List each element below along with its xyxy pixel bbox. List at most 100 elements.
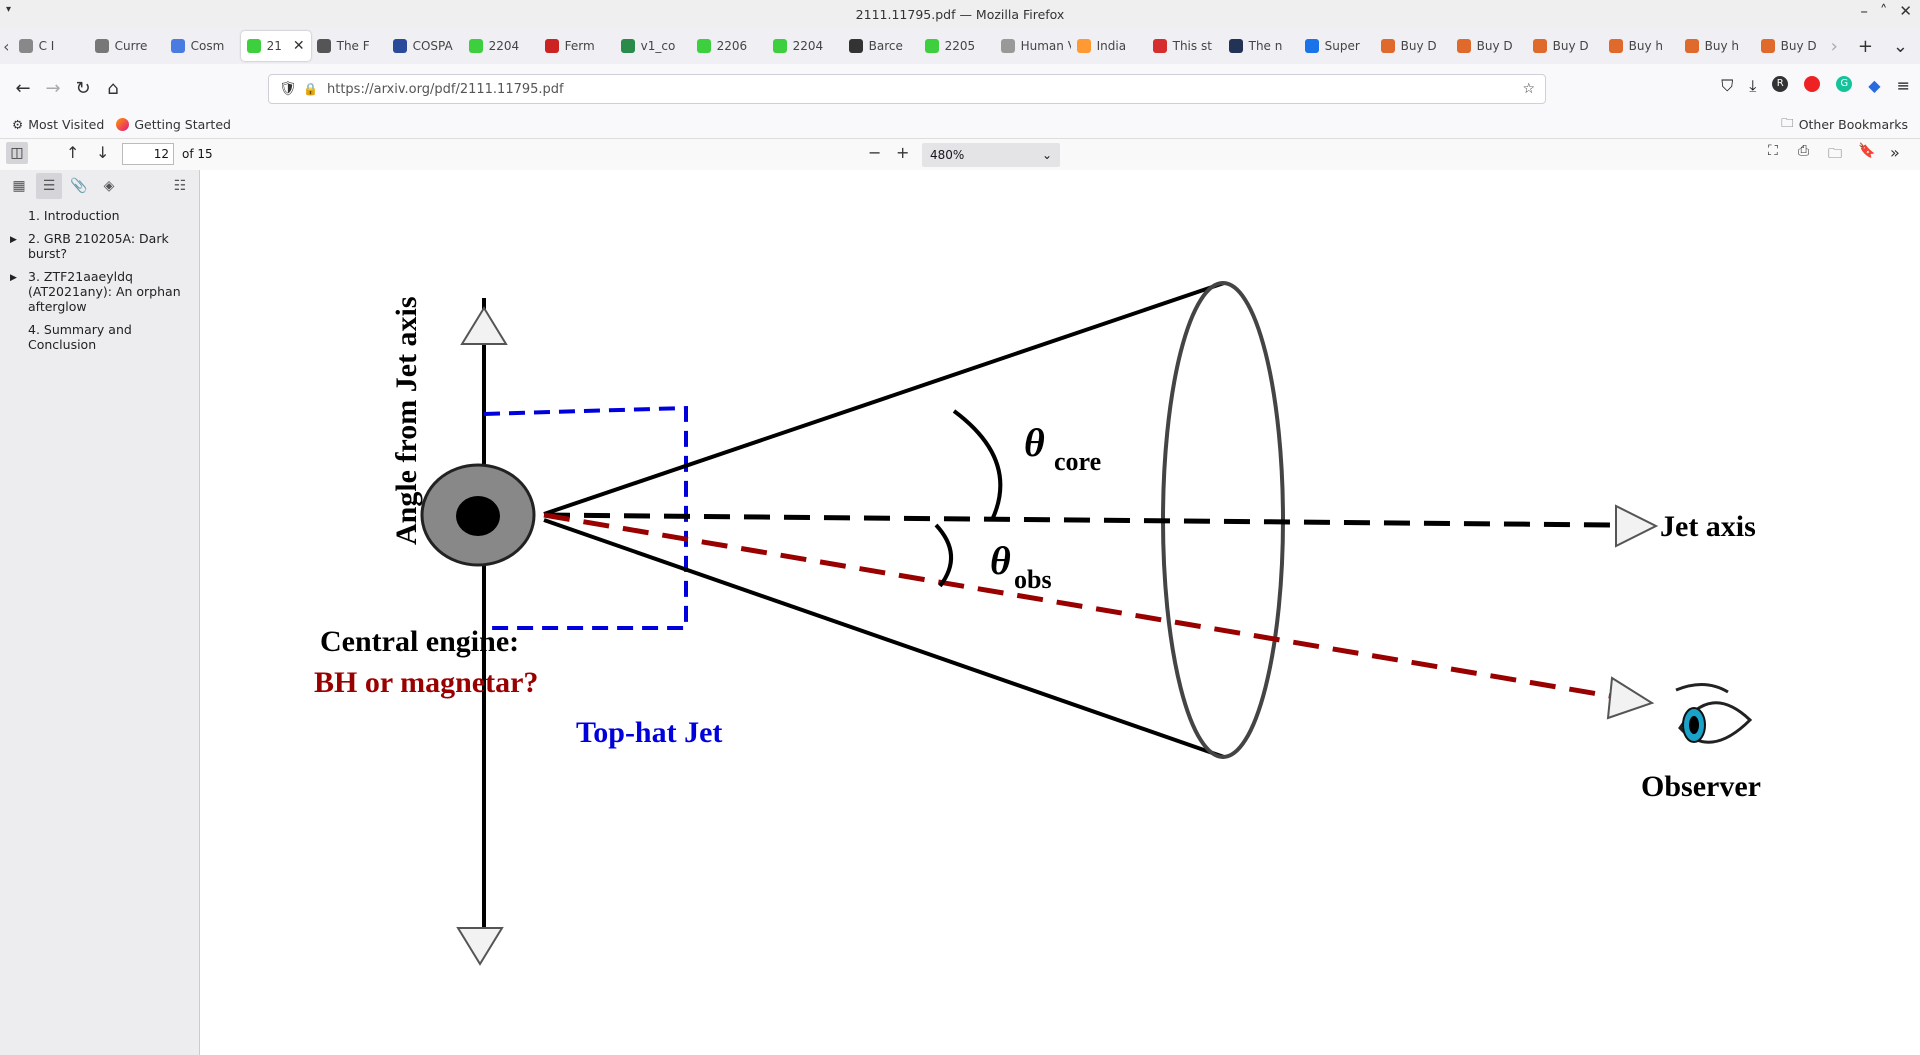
tab-16[interactable]: The n <box>1223 31 1299 61</box>
tab-favicon-icon <box>468 39 483 53</box>
next-page-icon[interactable]: ↓ <box>96 143 110 162</box>
window-menu-icon[interactable]: ▾ <box>6 4 12 15</box>
app-menu-icon[interactable]: ≡ <box>1896 76 1910 95</box>
back-icon[interactable]: ← <box>15 77 31 99</box>
bookmark-getting-started[interactable]: Getting Started <box>116 117 231 132</box>
tab-6[interactable]: 2204 <box>463 31 539 61</box>
tab-8[interactable]: v1_co <box>615 31 691 61</box>
tab-5[interactable]: COSPA <box>387 31 463 61</box>
zoom-in-icon[interactable]: + <box>896 143 910 162</box>
tab-favicon-icon <box>1304 39 1319 53</box>
tab-20[interactable]: Buy D <box>1527 31 1603 61</box>
forward-icon[interactable]: → <box>45 77 61 99</box>
new-tab-icon[interactable]: + <box>1857 35 1873 57</box>
pocket-icon[interactable]: ⛉ <box>1721 76 1734 95</box>
outline-item[interactable]: ▶2. GRB 210205A: Dark burst? <box>10 231 191 261</box>
extension-red-icon[interactable] <box>1804 76 1821 92</box>
tab-21[interactable]: Buy h <box>1603 31 1679 61</box>
tab-23[interactable]: Buy D <box>1755 31 1831 61</box>
tab-label: v1_co <box>640 39 676 53</box>
outline-item[interactable]: 4. Summary and Conclusion <box>28 322 191 352</box>
close-tab-icon[interactable]: ✕ <box>292 38 305 54</box>
tab-7[interactable]: Ferm <box>539 31 615 61</box>
tab-15[interactable]: This st <box>1147 31 1223 61</box>
tab-label: Buy D <box>1400 39 1437 53</box>
tab-favicon-icon <box>1076 39 1091 53</box>
document-outline: 1. Introduction ▶2. GRB 210205A: Dark bur… <box>0 208 199 352</box>
bookmark-most-visited[interactable]: ⚙ Most Visited <box>12 117 104 132</box>
tab-9[interactable]: 2206 <box>691 31 767 61</box>
outline-item-label: 4. Summary and Conclusion <box>28 322 132 352</box>
tab-22[interactable]: Buy h <box>1679 31 1755 61</box>
top-hat-label: Top-hat Jet <box>576 716 722 749</box>
layers-icon[interactable]: ◈ <box>103 178 115 194</box>
axis-arrow-up-icon <box>460 306 508 345</box>
tools-menu-icon[interactable]: » <box>1890 143 1900 162</box>
current-outline-item-icon[interactable]: ☷ <box>173 178 187 194</box>
zoom-out-icon[interactable]: − <box>868 143 882 162</box>
tab-favicon-icon <box>1152 39 1167 53</box>
previous-page-icon[interactable]: ↑ <box>66 143 80 162</box>
maximize-icon[interactable]: ˄ <box>1879 2 1888 20</box>
tab-12[interactable]: 2205 <box>919 31 995 61</box>
bookmark-star-icon[interactable]: ☆ <box>1522 81 1535 97</box>
tab-3[interactable]: 21 ✕ <box>240 31 311 61</box>
tab-label: This st <box>1172 39 1212 53</box>
print-icon[interactable]: ⎙ <box>1798 143 1810 159</box>
tab-favicon-icon <box>1456 39 1471 53</box>
expand-icon[interactable]: ▶ <box>10 273 17 283</box>
pdf-viewer[interactable]: Angle from Jet axis Central engine: BH o… <box>200 170 1920 1055</box>
save-icon[interactable]: 🗀 <box>1828 146 1842 162</box>
extension-r-icon[interactable]: R <box>1772 76 1789 92</box>
grammarly-icon[interactable]: G <box>1836 76 1853 92</box>
observer-eye-icon <box>1675 683 1753 744</box>
window-title: 2111.11795.pdf — Mozilla Firefox <box>855 6 1065 22</box>
url-text[interactable]: https://arxiv.org/pdf/2111.11795.pdf <box>327 81 564 97</box>
central-engine-core <box>456 496 500 536</box>
tab-18[interactable]: Buy D <box>1375 31 1451 61</box>
url-bar[interactable]: 🛡 🔒 https://arxiv.org/pdf/2111.11795.pdf… <box>268 74 1546 104</box>
thumbnails-icon[interactable]: ▦ <box>12 178 26 194</box>
tab-2[interactable]: Cosm <box>165 31 241 61</box>
outline-item[interactable]: 1. Introduction <box>28 208 191 223</box>
tabs-scroll-right-icon[interactable]: › <box>1830 35 1838 57</box>
tab-favicon-icon <box>1228 39 1243 53</box>
tab-label: 2204 <box>792 39 824 53</box>
tab-17[interactable]: Super <box>1299 31 1375 61</box>
tab-11[interactable]: Barce <box>843 31 919 61</box>
tab-10[interactable]: 2204 <box>767 31 843 61</box>
outline-icon[interactable]: ☰ <box>36 173 62 199</box>
bookmark-icon[interactable]: 🔖 <box>1858 143 1876 159</box>
tab-label: Buy D <box>1780 39 1817 53</box>
tab-favicon-icon <box>848 39 863 53</box>
presentation-mode-icon[interactable]: ⛶ <box>1768 143 1778 159</box>
tab-4[interactable]: The F <box>311 31 387 61</box>
bookmark-label: Getting Started <box>134 116 231 132</box>
lock-icon[interactable]: 🔒 <box>303 82 318 96</box>
downloads-icon[interactable]: ⤓ <box>1749 76 1757 95</box>
close-window-icon[interactable]: ✕ <box>1899 2 1912 20</box>
tab-0[interactable]: C I <box>13 31 89 61</box>
tab-1[interactable]: Curre <box>89 31 165 61</box>
tab-label: Buy h <box>1628 39 1663 53</box>
tabs-scroll-left-icon[interactable]: ‹ <box>3 36 10 56</box>
expand-icon[interactable]: ▶ <box>10 235 17 245</box>
page-number-input[interactable]: 12 <box>122 143 174 165</box>
tab-19[interactable]: Buy D <box>1451 31 1527 61</box>
other-bookmarks[interactable]: 🗀 Other Bookmarks <box>1781 114 1908 135</box>
tab-label: 2205 <box>944 39 976 53</box>
extension-blue-icon[interactable]: ◆ <box>1868 76 1881 95</box>
tab-favicon-icon <box>392 39 407 53</box>
minimize-icon[interactable]: – <box>1860 2 1868 20</box>
home-icon[interactable]: ⌂ <box>107 77 119 99</box>
attachments-icon[interactable]: 📎 <box>70 178 88 194</box>
tab-label: 21 <box>266 39 282 53</box>
tracking-shield-icon[interactable]: 🛡 <box>279 81 297 97</box>
tab-13[interactable]: Human V <box>995 31 1071 61</box>
zoom-select[interactable]: 480% ⌄ <box>922 143 1060 167</box>
tab-14[interactable]: India <box>1071 31 1147 61</box>
outline-item[interactable]: ▶3. ZTF21aaeyldq (AT2021any): An orphan … <box>10 269 191 314</box>
list-all-tabs-icon[interactable]: ⌄ <box>1892 35 1908 57</box>
sidebar-toggle-icon[interactable]: ◫ <box>6 142 28 164</box>
reload-icon[interactable]: ↻ <box>75 77 91 99</box>
